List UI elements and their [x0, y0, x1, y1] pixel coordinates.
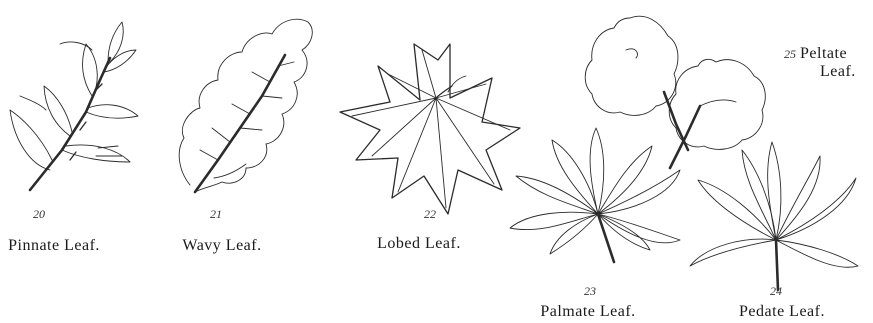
- figure-number-24: 24: [770, 284, 782, 298]
- figure-number-25: 25: [784, 47, 796, 61]
- palmate-leaf-drawing: [510, 128, 680, 262]
- caption-lobed-leaf: Lobed Leaf.: [377, 235, 461, 252]
- caption-pinnate-leaf: Pinnate Leaf.: [8, 237, 100, 254]
- caption-peltate-line1: Peltate: [800, 45, 847, 62]
- figure-number-21: 21: [210, 207, 222, 221]
- caption-pedate-leaf: Pedate Leaf.: [739, 303, 825, 320]
- caption-palmate-leaf: Palmate Leaf.: [540, 303, 635, 320]
- wavy-leaf-drawing: [179, 19, 312, 192]
- figure-number-20: 20: [33, 207, 45, 221]
- caption-peltate-line2: Leaf.: [820, 63, 856, 80]
- figure-number-22: 22: [424, 207, 436, 221]
- figure-number-23: 23: [584, 284, 596, 298]
- caption-wavy-leaf: Wavy Leaf.: [182, 237, 261, 254]
- peltate-leaf-drawing: [585, 16, 765, 168]
- pinnate-leaf-drawing: [10, 22, 138, 190]
- pedate-leaf-drawing: [690, 142, 858, 290]
- lobed-leaf-drawing: [340, 44, 520, 214]
